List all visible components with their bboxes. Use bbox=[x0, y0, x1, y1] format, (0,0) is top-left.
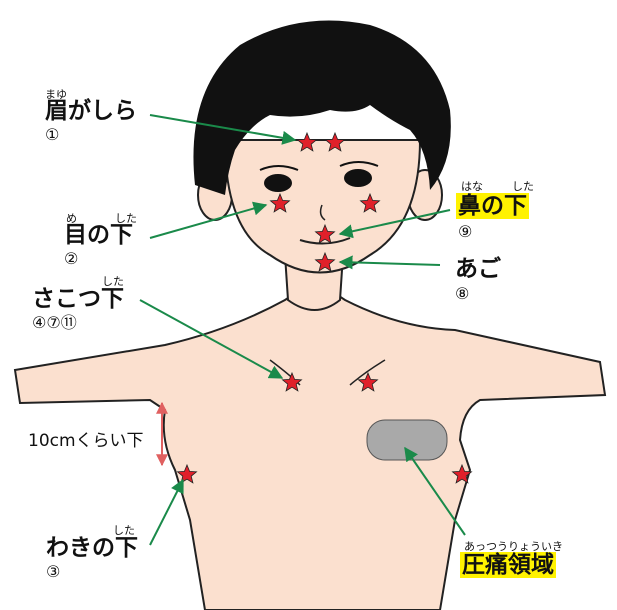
nose-label: 鼻の下 bbox=[456, 193, 529, 219]
arrow-armpit bbox=[150, 480, 183, 545]
eye-label: 目の下 bbox=[64, 222, 133, 248]
clavicle-label: さこつ下 bbox=[32, 286, 124, 312]
brow-label: 眉がしら bbox=[45, 98, 137, 124]
armpit-distance-label: 10cmくらい下 bbox=[28, 426, 144, 451]
clavicle-number: ④⑦⑪ bbox=[32, 314, 77, 332]
left-eye bbox=[264, 174, 292, 192]
chin-number: ⑧ bbox=[455, 285, 469, 303]
brow-number: ① bbox=[45, 126, 59, 144]
right-eye bbox=[344, 169, 372, 187]
armpit-number: ③ bbox=[46, 563, 60, 581]
tender-area bbox=[367, 420, 447, 460]
nose-ruby-2: した bbox=[512, 178, 534, 194]
face bbox=[225, 140, 420, 273]
nose-ruby: はな bbox=[461, 178, 483, 194]
armpit-label: わきの下 bbox=[46, 535, 138, 561]
nose-number: ⑨ bbox=[458, 223, 472, 241]
tender-label: 圧痛領域 bbox=[460, 552, 556, 578]
eye-number: ② bbox=[64, 250, 78, 268]
chin-label: あご bbox=[455, 256, 501, 282]
